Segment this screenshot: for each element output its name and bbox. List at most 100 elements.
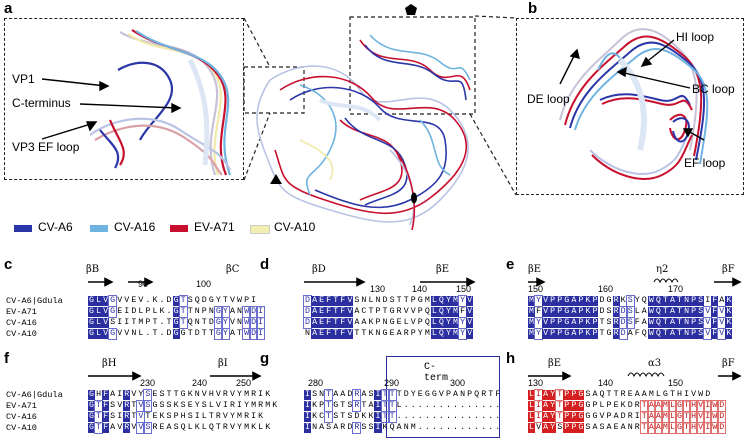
residue: C	[319, 412, 325, 421]
residue: V	[438, 390, 444, 399]
residue: P	[375, 318, 381, 327]
residue: R	[612, 318, 620, 328]
residue: V	[466, 296, 474, 306]
residue: R	[620, 390, 626, 399]
ss-label-be: βE	[436, 264, 450, 275]
residue: P	[410, 296, 416, 305]
ss-label-be: βE	[528, 264, 542, 275]
residue: L	[655, 390, 661, 399]
residue: P	[690, 296, 698, 306]
residue: V	[229, 318, 235, 327]
tick-90: 90	[138, 279, 149, 289]
residue: L	[138, 329, 144, 338]
residue: S	[625, 306, 635, 318]
residue: T	[324, 400, 334, 412]
residue: Q	[194, 296, 200, 305]
residue: N	[683, 329, 691, 339]
residue: P	[244, 296, 250, 305]
residue: Q	[208, 423, 214, 432]
residue: .	[460, 412, 466, 421]
tick-150: 150	[528, 284, 544, 294]
tick-290: 290	[384, 378, 400, 388]
residue: M	[244, 390, 250, 399]
residue: G	[577, 412, 585, 422]
legend-label-ev-a71: EV-A71	[194, 220, 235, 234]
residue: D	[627, 401, 633, 410]
residue: A	[542, 401, 550, 411]
residue: M	[451, 296, 460, 306]
residue: I	[705, 296, 711, 305]
residue: .	[424, 401, 430, 410]
ss-label-bh: βH	[102, 358, 117, 369]
residue: V	[215, 390, 221, 399]
residue: T	[131, 412, 137, 421]
tick-160: 160	[598, 284, 614, 294]
residue: T	[152, 329, 158, 338]
residue: I	[534, 389, 544, 401]
residue: T	[639, 411, 649, 423]
residue: .	[445, 401, 451, 410]
residue: Y	[549, 390, 557, 400]
residue: V	[229, 296, 235, 305]
residue: T	[613, 390, 619, 399]
residue: L	[403, 318, 409, 327]
residue: P	[563, 423, 571, 433]
residue: T	[380, 400, 390, 412]
legend-swatch-cv-a10	[250, 225, 270, 234]
residue: A	[646, 422, 656, 434]
residue: T	[669, 390, 675, 399]
helix-icon	[653, 278, 679, 284]
residue: V	[466, 318, 474, 328]
residue: .	[474, 401, 480, 410]
residue: R	[251, 390, 257, 399]
residue: T	[555, 400, 565, 412]
residue: T	[187, 307, 193, 316]
residue: E	[627, 390, 633, 399]
residue: V	[117, 329, 123, 338]
residue: R	[222, 390, 228, 399]
residue: P	[467, 390, 473, 399]
residue: S	[697, 296, 705, 306]
residue: D	[249, 328, 259, 340]
residue: E	[396, 318, 402, 327]
residue: T	[661, 307, 669, 317]
residue: .	[481, 412, 487, 421]
residue: L	[430, 307, 438, 317]
residue: A	[668, 318, 676, 328]
residue: T	[201, 318, 207, 327]
residue: T	[403, 296, 409, 305]
residue: F	[102, 390, 110, 400]
residue: T	[387, 389, 397, 401]
residue: F	[325, 296, 333, 306]
residue: E	[318, 318, 326, 328]
residue: L	[528, 412, 536, 422]
zoom-box-b	[516, 18, 744, 195]
residue: N	[194, 318, 200, 327]
residue: F	[102, 401, 110, 411]
residue: .	[474, 423, 480, 432]
residue: K	[382, 423, 388, 432]
residue: L	[95, 318, 103, 328]
residue: V	[703, 306, 713, 318]
residue: P	[445, 390, 451, 399]
residue: S	[585, 423, 591, 432]
residue: G	[108, 295, 118, 307]
panel-label-g: g	[260, 350, 270, 367]
residue: S	[180, 401, 186, 410]
residue: V	[117, 423, 123, 432]
residue: T	[361, 401, 367, 410]
residue: N	[208, 307, 214, 316]
residue: D	[618, 328, 628, 340]
residue: I	[703, 400, 713, 412]
residue: A	[368, 401, 374, 410]
residue: P	[606, 401, 612, 410]
panel-label-f: f	[4, 350, 9, 367]
residue: V	[136, 411, 146, 423]
residue: F	[634, 329, 640, 338]
residue: S	[368, 390, 374, 399]
